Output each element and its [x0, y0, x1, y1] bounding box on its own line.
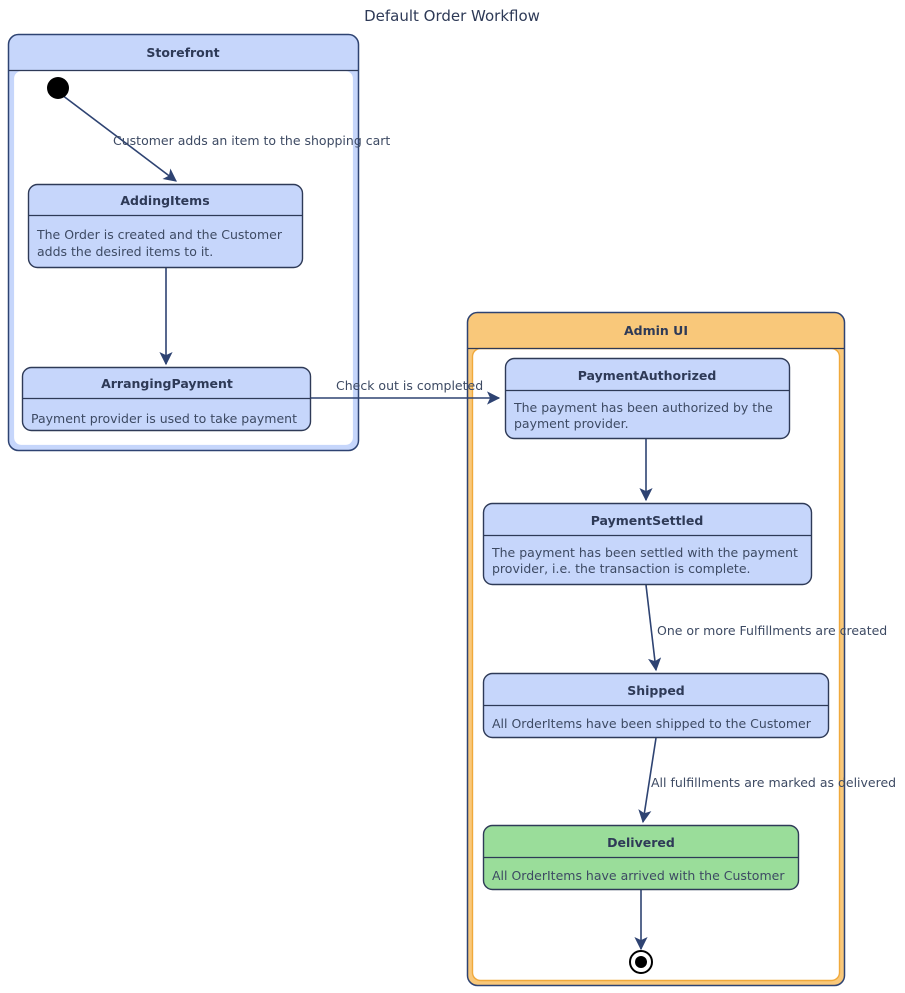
container-label-admin-ui: Admin UI — [624, 323, 688, 338]
state-desc-line: adds the desired items to it. — [37, 244, 213, 259]
state-title-arranging-payment: ArrangingPayment — [101, 376, 233, 391]
state-desc-line: The payment has been authorized by the — [513, 400, 773, 415]
final-state-icon[interactable] — [629, 950, 653, 974]
state-payment-settled[interactable]: PaymentSettled The payment has been sett… — [482, 502, 813, 586]
state-title-payment-authorized: PaymentAuthorized — [578, 368, 717, 383]
container-label-storefront: Storefront — [146, 45, 219, 60]
state-desc-line: payment provider. — [514, 416, 629, 431]
state-desc-line: Payment provider is used to take payment — [31, 411, 297, 426]
transition-label-t3: Check out is completed — [336, 378, 483, 393]
state-title-payment-settled: PaymentSettled — [591, 513, 704, 528]
state-desc-line: All OrderItems have been shipped to the … — [492, 716, 812, 731]
state-delivered[interactable]: Delivered All OrderItems have arrived wi… — [482, 824, 800, 891]
initial-state-icon[interactable] — [47, 77, 69, 99]
state-body — [482, 502, 813, 586]
state-desc-line: All OrderItems have arrived with the Cus… — [492, 868, 785, 883]
state-body — [27, 183, 304, 269]
state-shipped[interactable]: Shipped All OrderItems have been shipped… — [482, 672, 830, 739]
state-title-shipped: Shipped — [627, 683, 685, 698]
transition-arranging-payment-to-payment-authorized: Check out is completed — [310, 378, 501, 405]
state-desc-line: provider, i.e. the transaction is comple… — [492, 561, 751, 576]
state-desc-line: The payment has been settled with the pa… — [491, 545, 798, 560]
state-payment-authorized[interactable]: PaymentAuthorized The payment has been a… — [504, 357, 791, 440]
transition-payment-settled-to-shipped: One or more Fulfillments are created — [645, 584, 887, 672]
final-state-inner-dot — [635, 956, 647, 968]
transition-line — [61, 94, 177, 182]
transition-initial-to-adding-items: Customer adds an item to the shopping ca… — [61, 94, 390, 182]
state-arranging-payment[interactable]: ArrangingPayment Payment provider is use… — [21, 366, 312, 432]
state-title-delivered: Delivered — [607, 835, 675, 850]
transition-line — [645, 584, 662, 672]
page-title: Default Order Workflow — [364, 7, 540, 25]
state-adding-items[interactable]: AddingItems The Order is created and the… — [27, 183, 304, 269]
state-title-adding-items: AddingItems — [120, 193, 209, 208]
state-desc-line: The Order is created and the Customer — [36, 227, 283, 242]
transition-shipped-to-delivered: All fulfillments are marked as delivered — [638, 737, 896, 824]
transition-label-t1: Customer adds an item to the shopping ca… — [113, 133, 390, 148]
transition-label-t5: One or more Fulfillments are created — [657, 623, 887, 638]
transition-line — [638, 737, 657, 824]
state-body — [504, 357, 791, 440]
transition-label-t6: All fulfillments are marked as delivered — [651, 775, 896, 790]
